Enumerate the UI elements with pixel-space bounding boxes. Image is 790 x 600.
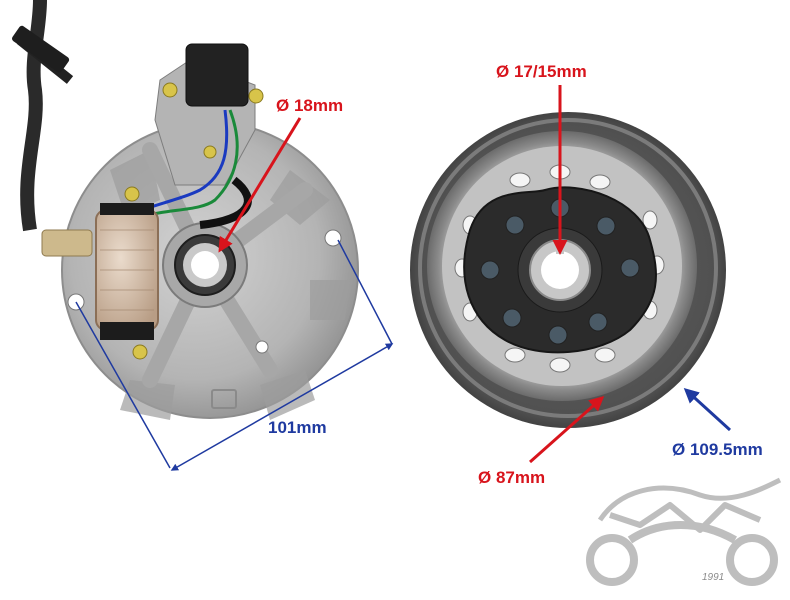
stator-width-ext-right xyxy=(337,239,393,345)
stator-width-line xyxy=(170,343,394,471)
stator-coil xyxy=(95,203,159,340)
flywheel-rotor xyxy=(410,112,726,428)
rotor-inner-label: Ø 87mm xyxy=(478,468,546,487)
rotor-outer-label: Ø 109.5mm xyxy=(672,440,763,459)
brand-logo xyxy=(586,477,782,586)
rotor-outer-arrow xyxy=(683,387,732,432)
stator-bore-arrow xyxy=(218,117,302,253)
rotor-inner-arrow xyxy=(529,396,605,464)
rotor-bore-label: Ø 17/15mm xyxy=(496,62,587,81)
stator-width-ext-left xyxy=(75,301,171,469)
dimension-arrows xyxy=(75,85,732,471)
logo-year: 1991 xyxy=(702,572,725,583)
stator-plate xyxy=(12,0,359,420)
stator-width-label: 101mm xyxy=(268,418,327,437)
stator-bore-label: Ø 18mm xyxy=(276,96,344,115)
